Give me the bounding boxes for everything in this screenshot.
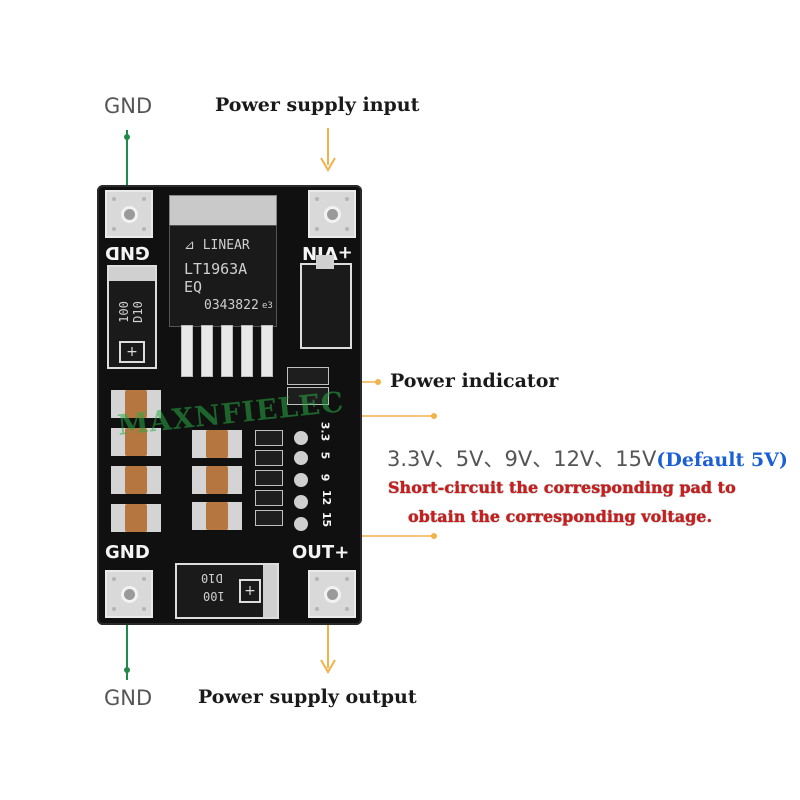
voltage-options: 3.3V、5V、9V、12V、15V(Default 5V) [387,443,788,473]
power-input-label: Power supply input [215,94,420,116]
out-pad [308,570,356,618]
pcb-board: GND +VIN ⊿ LINEAR LT1963A EQ 0343822 e3 … [97,185,362,625]
voltage-mark: 9 [318,473,332,482]
voltage-mark: 12 [320,489,334,506]
ldo-code: 0343822 [204,298,259,313]
cap-group-left [111,390,161,532]
transistor [300,255,352,349]
ldo-leg [261,325,273,377]
gnd-input-pad [105,190,153,238]
ldo-brand: LINEAR [202,238,250,253]
voltage-list: 3.3V、5V、9V、12V、15V [387,447,657,471]
gnd-top-label: GND [104,94,153,118]
vin-pad [308,190,356,238]
power-led [287,367,329,385]
ldo-chip: ⊿ LINEAR LT1963A EQ 0343822 e3 [169,225,277,327]
diode-bottom-code: D10 [201,571,223,585]
resistor [255,470,283,486]
ldo-leg [241,325,253,377]
power-output-label: Power supply output [198,686,417,708]
voltage-select-pads [290,425,314,535]
resistor [255,450,283,466]
resistor [255,430,283,446]
diode-bottom-value: 100 [203,589,225,603]
gnd-output-pad [105,570,153,618]
polarity-plus-icon: + [239,579,261,603]
ldo-suffix: EQ [184,278,203,296]
linear-logo-icon: ⊿ LINEAR [184,238,250,253]
instruction-line-2: obtain the corresponding voltage. [408,507,713,526]
default-voltage: (Default 5V) [656,449,788,471]
voltage-mark: 15 [320,511,334,528]
power-indicator-label: Power indicator [390,370,559,392]
ldo-leg [201,325,213,377]
ldo-leg [221,325,233,377]
diode-top-value: 100 [116,301,131,323]
silk-gnd-bottom: GND [105,542,150,563]
silk-gnd-top: GND [105,242,150,263]
diode-bottom: D10 100 + [175,563,279,619]
ldo-tab [169,195,277,229]
resistor [255,510,283,526]
cap-group-middle [192,430,242,530]
gnd-bottom-label: GND [104,686,153,710]
voltage-mark: 3.3 [318,421,332,442]
resistor [287,387,329,405]
diode-top: 100 D10 + [107,265,157,369]
silk-out: OUT+ [292,542,350,563]
ldo-leg [181,325,193,377]
ldo-rev: e3 [262,301,273,311]
diode-top-code: D10 [130,301,145,323]
ldo-part: LT1963A [184,260,248,278]
instruction-line-1: Short-circuit the corresponding pad to [388,478,736,497]
polarity-plus-icon: + [119,341,145,363]
resistor [255,490,283,506]
voltage-mark: 5 [318,451,332,460]
